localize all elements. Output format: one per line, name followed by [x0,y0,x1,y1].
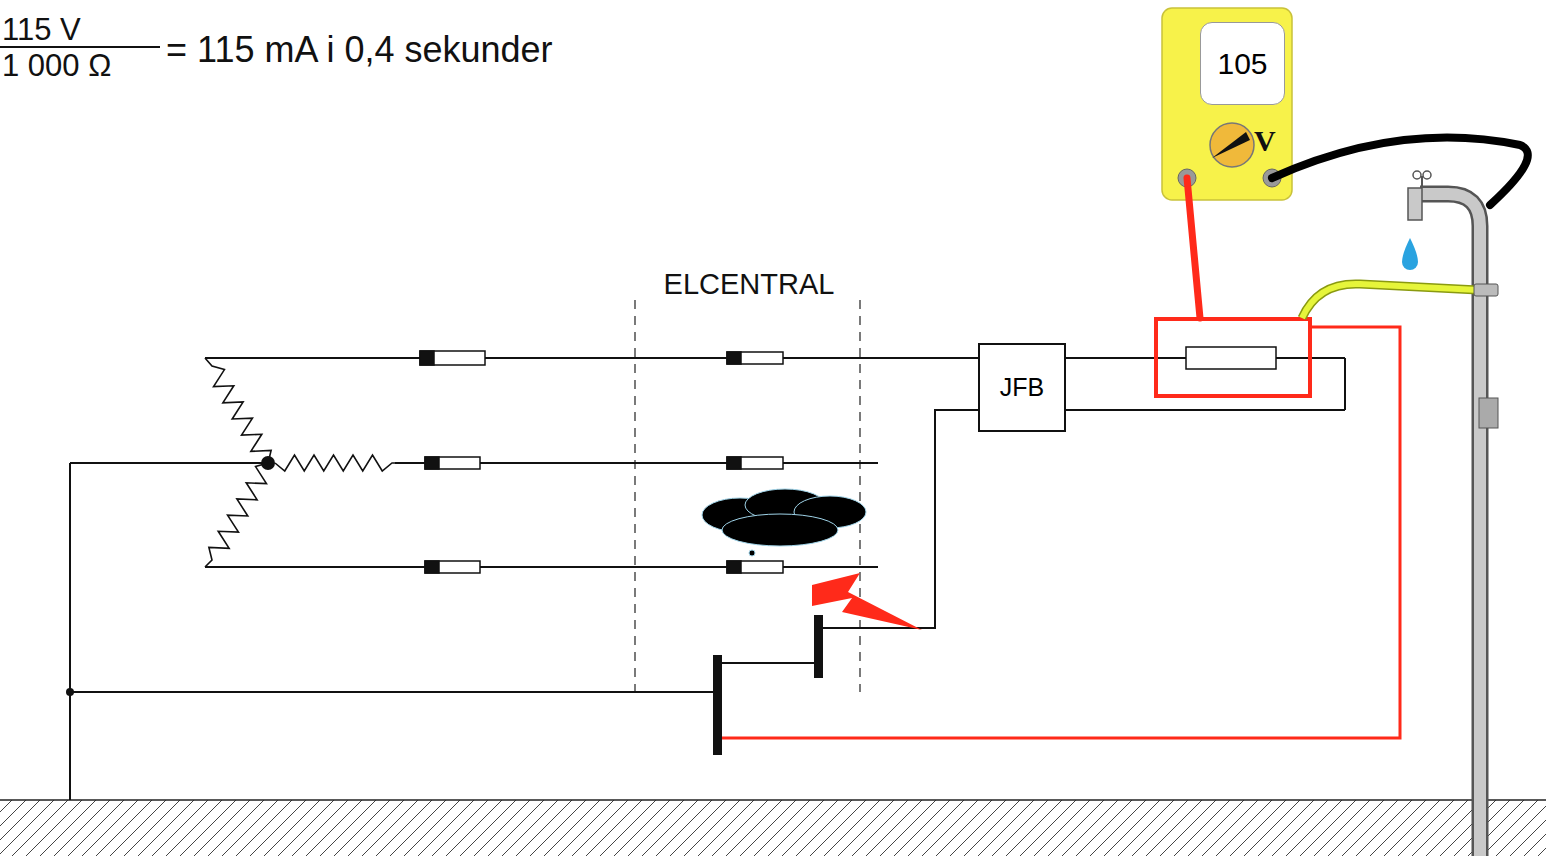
selector-dial [1210,123,1254,167]
multimeter-body [1162,8,1292,200]
fault-spark [812,573,922,630]
earth-wire [1302,284,1478,318]
water-drop [1402,238,1418,270]
black-probe-lead [1272,137,1528,205]
junction-box: JFB [978,343,1066,432]
formula-denominator: 1 000 Ω [2,50,111,81]
label-text: 115 V [2,12,81,47]
label-text: 1 000 Ω [2,48,111,83]
smoke-cloud [702,489,866,556]
phase-wires [70,358,1345,800]
ground-line [0,799,1546,801]
highlight-frame [1156,319,1310,396]
node-text: 105 [1217,49,1267,79]
junction-dot [66,688,74,696]
label-text: V [1254,124,1276,157]
earth-bar [713,655,722,755]
pipe-clamp [1474,284,1498,296]
label-text: = 115 mA i 0,4 sekunder [166,29,553,70]
unit-symbol: V [1254,126,1276,156]
earth-wire [1302,284,1478,318]
protective-conductor [722,327,1400,738]
region-label: ELCENTRAL [664,270,835,299]
transformer-winding [275,455,395,471]
fuse-symbol [420,347,1276,573]
node-text: JFB [1000,375,1044,400]
ground-hatch [0,800,1546,856]
dial-pointer [1212,132,1250,158]
formula-result: = 115 mA i 0,4 sekunder [166,32,553,68]
red-probe-lead [1187,178,1200,318]
transformer-winding [205,358,271,463]
meter-display: 105 [1200,22,1285,105]
label-text: ELCENTRAL [664,268,835,300]
earth-bar [814,615,823,678]
transformer-winding [205,463,268,567]
formula-numerator: 115 V [2,14,81,45]
water-pipe [1408,171,1498,856]
